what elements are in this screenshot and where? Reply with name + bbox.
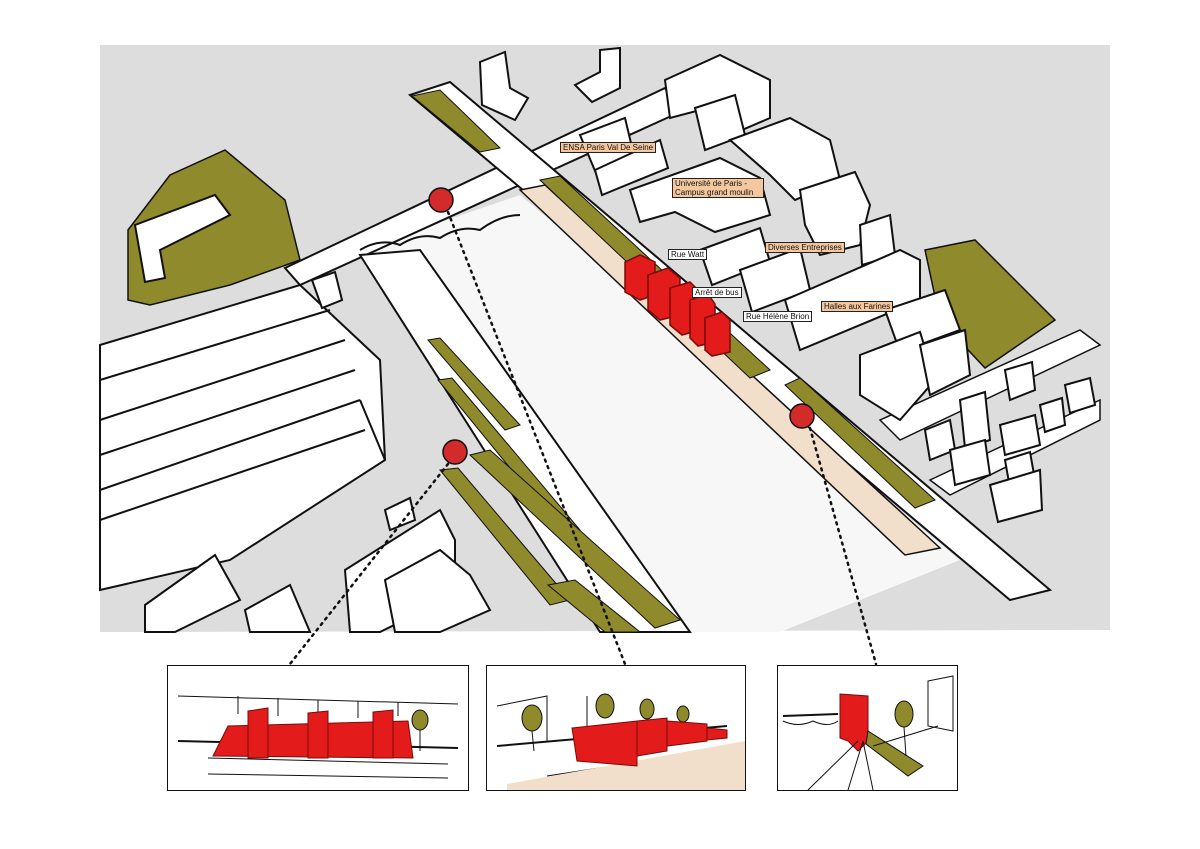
label-universite: Université de Paris - Campus grand mouli…: [672, 178, 764, 198]
project-buildings: [624, 254, 731, 357]
green-strip-4: [427, 337, 521, 431]
green-strip-1: [410, 89, 502, 153]
right-street: [878, 329, 1102, 441]
viewpoint-marker-left[interactable]: [442, 439, 468, 465]
railway-station: [99, 283, 387, 592]
viewpoint-sketch-3: [777, 665, 958, 791]
park-left: [127, 149, 301, 306]
leader-line-right: [808, 426, 878, 666]
viewpoint-marker-right[interactable]: [789, 403, 815, 429]
green-strip-3: [784, 377, 936, 509]
buildings-top: [133, 46, 1097, 524]
river-open-area: [360, 195, 960, 632]
label-rue-helene: Rue Hélène Brion: [743, 311, 813, 322]
bridge-arches: [359, 214, 521, 251]
label-arret-bus: Arrêt de bus: [692, 287, 742, 298]
label-diverses: Diverses Entreprises: [765, 242, 845, 253]
leader-line-left: [288, 462, 450, 666]
label-halles: Halles aux Farines: [821, 301, 894, 312]
viewpoint-sketch-2: [486, 665, 746, 791]
viewpoint-marker-bridge[interactable]: [428, 187, 454, 213]
label-ensa: ENSA Paris Val De Seine: [560, 142, 657, 153]
label-rue-watt: Rue Watt: [668, 249, 708, 260]
viewpoint-sketch-1: [167, 665, 469, 791]
green-strip-8: [546, 579, 642, 633]
buildings-bottom-left: [144, 496, 492, 633]
